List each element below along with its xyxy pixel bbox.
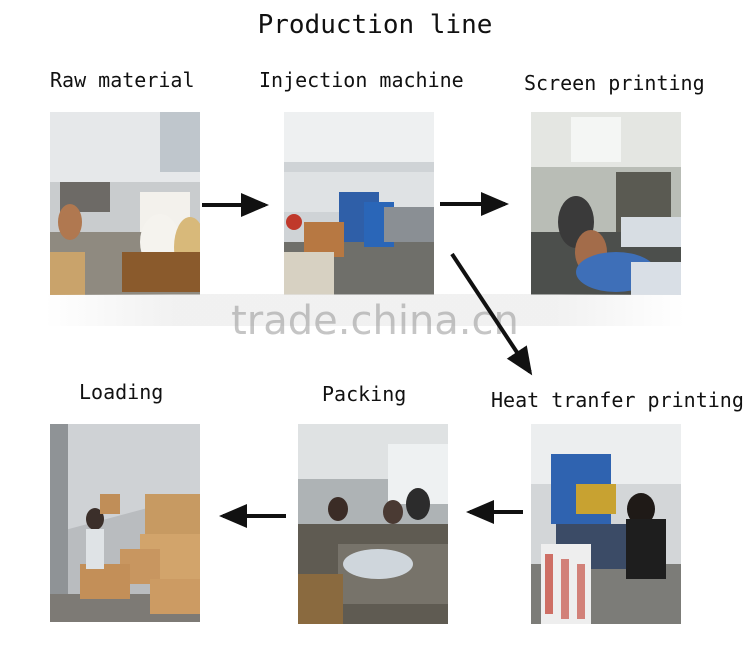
photo-injection-machine [284,112,434,295]
diagram-title: Production line [257,10,493,40]
label-screen-printing: Screen printing [524,71,705,95]
label-heat-transfer-printing: Heat tranfer printing [491,388,744,412]
label-loading: Loading [79,380,164,404]
watermark-text: trade.china.cn [231,298,519,344]
photo-packing [298,424,448,624]
watermark-band [45,294,685,326]
photo-raw-material [50,112,200,295]
label-injection-machine: Injection machine [259,68,464,92]
label-packing: Packing [322,382,407,406]
photo-screen-printing [531,112,681,295]
label-raw-material: Raw material [50,68,195,92]
photo-heat-transfer-printing [531,424,681,624]
photo-loading [50,424,200,622]
